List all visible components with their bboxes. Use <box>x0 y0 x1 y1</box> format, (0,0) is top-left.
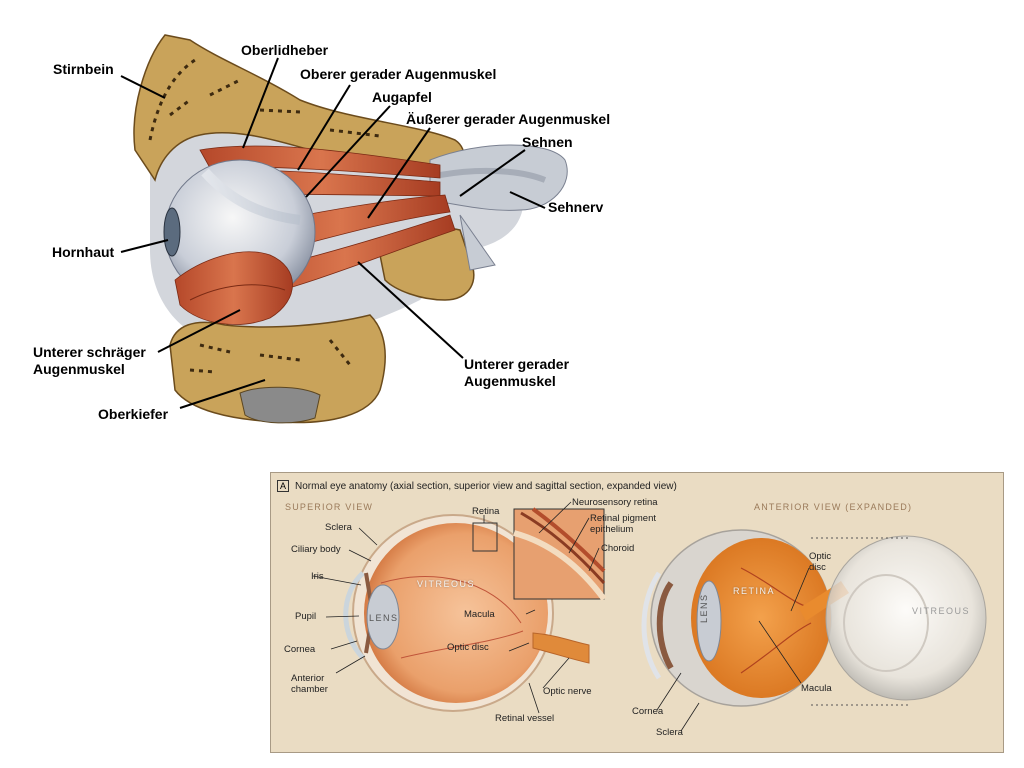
label-ausserer-gerader-augenmuskel: Äußerer gerader Augenmuskel <box>406 111 611 127</box>
inferior-oblique <box>174 251 293 325</box>
left-leader-lines <box>312 501 600 714</box>
vitreous-body <box>364 523 548 703</box>
label-oberkiefer: Oberkiefer <box>98 406 169 422</box>
label-pupil: Pupil <box>295 611 317 622</box>
orbit-anatomy-illustration <box>120 34 568 424</box>
right-leader-lines <box>656 567 810 732</box>
label-anterior-line2: chamber <box>291 684 328 695</box>
label-choroid: Choroid <box>601 543 635 554</box>
panel-title: Normal eye anatomy (axial section, super… <box>295 481 677 492</box>
label-lens-right: LENS <box>699 593 709 623</box>
label-macula: Macula <box>464 609 495 620</box>
label-optic-nerve: Optic nerve <box>543 686 592 697</box>
optic-nerve-sheath <box>429 144 568 211</box>
label-sehnen: Sehnen <box>522 134 573 150</box>
label-retina-right: RETINA <box>733 586 776 596</box>
retina-box <box>472 522 498 552</box>
top-leader-lines <box>120 57 546 409</box>
label-stirnbein: Stirnbein <box>53 61 114 77</box>
label-lens-left: LENS <box>369 613 399 623</box>
anterior-view-header: ANTERIOR VIEW (EXPANDED) <box>754 502 913 512</box>
label-retina: Retina <box>472 506 500 517</box>
label-unterer-gerader-line1: Unterer gerader <box>464 356 570 372</box>
label-iris: Iris <box>311 571 324 582</box>
eye-anatomy-panel: A Normal eye anatomy (axial section, sup… <box>270 472 1004 753</box>
label-optic-disc-right-line1: Optic <box>809 551 832 562</box>
vitreous-expanded <box>825 535 987 701</box>
panel-letter: A <box>277 480 289 492</box>
label-rpe-line2: epithelium <box>590 524 634 535</box>
label-macula-right: Macula <box>801 683 832 694</box>
label-vitreous-right: VITREOUS <box>912 606 971 616</box>
label-neurosensory-retina: Neurosensory retina <box>572 497 658 508</box>
label-sclera: Sclera <box>325 522 352 533</box>
label-cornea: Cornea <box>284 644 316 655</box>
optic-nerve <box>532 632 590 664</box>
label-oberlidheber: Oberlidheber <box>241 42 329 58</box>
eye-anatomy-panel-drawing <box>312 501 987 732</box>
label-optic-disc-right-line2: disc <box>809 562 826 573</box>
lens-right <box>696 580 722 662</box>
label-oberer-gerader-augenmuskel: Oberer gerader Augenmuskel <box>300 66 497 82</box>
label-unterer-gerader-line2: Augenmuskel <box>464 373 556 389</box>
cornea-curve <box>343 571 365 660</box>
lens <box>366 584 400 650</box>
label-sehnerv: Sehnerv <box>548 199 604 215</box>
label-augapfel: Augapfel <box>372 89 432 105</box>
label-sclera-right: Sclera <box>656 727 683 738</box>
label-retinal-vessel: Retinal vessel <box>495 713 555 724</box>
label-ciliary-body: Ciliary body <box>291 544 341 555</box>
label-rpe-line1: Retinal pigment <box>590 513 657 524</box>
cornea <box>163 207 181 257</box>
label-vitreous-left: VITREOUS <box>417 579 476 589</box>
retina-fundus <box>691 538 831 698</box>
superior-view-header: SUPERIOR VIEW <box>285 502 374 512</box>
label-anterior-line1: Anterior <box>291 673 325 684</box>
label-unterer-schraeger-line2: Augenmuskel <box>33 361 125 377</box>
label-optic-disc: Optic disc <box>447 642 489 653</box>
label-cornea-right: Cornea <box>632 706 664 717</box>
label-hornhaut: Hornhaut <box>52 244 115 260</box>
label-unterer-schraeger-line1: Unterer schräger <box>33 344 146 360</box>
frontal-bone <box>133 34 465 182</box>
